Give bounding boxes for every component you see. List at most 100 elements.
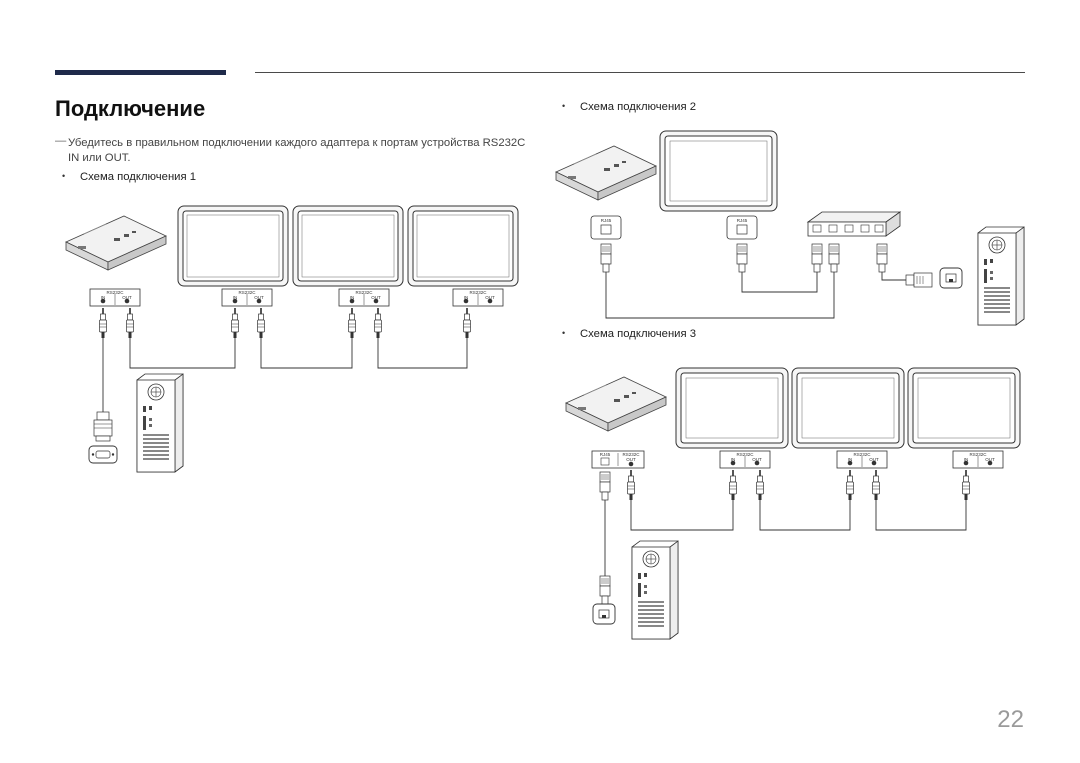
header-rule bbox=[255, 72, 1025, 73]
rj45-jack-icon bbox=[939, 267, 963, 289]
cable bbox=[875, 500, 967, 531]
cable bbox=[129, 338, 236, 369]
db9-connector-icon bbox=[93, 411, 113, 442]
scheme-2-label: Схема подключения 2 bbox=[580, 101, 697, 113]
in-label: IN bbox=[464, 295, 469, 300]
pc-tower-icon bbox=[136, 373, 184, 473]
bullet-icon: • bbox=[562, 101, 566, 111]
out-label: OUT bbox=[485, 295, 495, 300]
media-player-box-icon bbox=[65, 215, 167, 271]
out-label: OUT bbox=[122, 295, 132, 300]
in-label: IN bbox=[848, 457, 853, 462]
rj45-jack-icon bbox=[592, 603, 616, 625]
rj45-label: RJ45 bbox=[601, 218, 612, 223]
stereo-plug-icon bbox=[126, 307, 134, 339]
rs232c-label: RS232C bbox=[355, 290, 373, 295]
media-player-box-icon bbox=[555, 145, 657, 201]
scheme-1-heading: • Схема подключения 1 bbox=[62, 171, 196, 183]
rs232c-label: RS232C bbox=[469, 290, 487, 295]
in-label: IN bbox=[731, 457, 736, 462]
rj45-plug-icon bbox=[600, 243, 612, 273]
scheme-1-diagram: RS232C IN OUT RS232C IN OUT RS232C IN OU… bbox=[65, 205, 519, 473]
page-title: Подключение bbox=[55, 96, 206, 121]
monitor-icon bbox=[177, 205, 289, 287]
rs232c-label: RS232C bbox=[736, 452, 754, 457]
monitor-icon bbox=[907, 367, 1021, 449]
note-dash: ― bbox=[55, 135, 67, 147]
header-accent-bar bbox=[55, 70, 226, 75]
rj45-label: RJ45 bbox=[737, 218, 748, 223]
scheme-1-label: Схема подключения 1 bbox=[80, 171, 197, 183]
rs232c-label: RS232C bbox=[853, 452, 871, 457]
rj45-label: RJ45 bbox=[600, 452, 611, 457]
player-port-plate: RJ45 RS232C OUT bbox=[591, 450, 645, 469]
scheme-3-label: Схема подключения 3 bbox=[580, 328, 697, 340]
in-label: IN bbox=[233, 295, 238, 300]
rs232c-label: RS232C bbox=[238, 290, 256, 295]
bullet-icon: • bbox=[562, 328, 566, 338]
monitor-icon bbox=[659, 130, 778, 212]
rj45-plug-icon bbox=[876, 243, 888, 273]
cable bbox=[881, 272, 906, 281]
scheme-3-heading: • Схема подключения 3 bbox=[562, 328, 696, 340]
stereo-plug-icon bbox=[231, 307, 239, 339]
stereo-plug-icon bbox=[756, 469, 764, 501]
note: ― Убедитесь в правильном подключении каж… bbox=[55, 135, 535, 166]
serial-port-icon bbox=[88, 445, 118, 464]
rj45-plug-icon bbox=[828, 243, 840, 273]
bullet-icon: • bbox=[62, 171, 66, 181]
rj45-jack-icon bbox=[736, 224, 748, 235]
out-label: OUT bbox=[869, 457, 879, 462]
stereo-plug-icon bbox=[99, 307, 107, 339]
monitor-icon bbox=[407, 205, 519, 287]
stereo-plug-icon bbox=[463, 307, 471, 339]
rj45-plug-icon bbox=[905, 272, 933, 288]
cable bbox=[630, 500, 734, 531]
cable bbox=[260, 338, 353, 369]
monitor-icon bbox=[675, 367, 789, 449]
in-label: IN bbox=[350, 295, 355, 300]
stereo-plug-icon bbox=[962, 469, 970, 501]
note-text: Убедитесь в правильном подключении каждо… bbox=[68, 137, 526, 164]
stereo-plug-icon bbox=[872, 469, 880, 501]
stereo-plug-icon bbox=[627, 469, 635, 501]
monitor-icon bbox=[292, 205, 404, 287]
stereo-plug-icon bbox=[348, 307, 356, 339]
rs232c-label: RS232C bbox=[969, 452, 987, 457]
scheme-2-diagram: RJ45 RJ45 bbox=[555, 130, 1025, 326]
stereo-plug-icon bbox=[729, 469, 737, 501]
stereo-plug-icon bbox=[374, 307, 382, 339]
stereo-plug-icon bbox=[257, 307, 265, 339]
scheme-3-diagram: RJ45 RS232C OUT RS232C IN OUT RS232C IN … bbox=[565, 367, 1021, 640]
page-number: 22 bbox=[997, 706, 1024, 733]
media-player-box-icon bbox=[565, 376, 667, 432]
out-label: OUT bbox=[752, 457, 762, 462]
stereo-plug-icon bbox=[846, 469, 854, 501]
cable bbox=[759, 500, 851, 531]
network-switch-icon bbox=[806, 211, 902, 237]
rj45-jack-icon bbox=[600, 224, 612, 235]
rj45-plug-icon bbox=[599, 575, 611, 605]
out-label: OUT bbox=[254, 295, 264, 300]
out-label: OUT bbox=[626, 457, 636, 462]
rj45-jack-icon bbox=[600, 457, 610, 466]
cable bbox=[605, 272, 835, 319]
cable bbox=[377, 338, 468, 369]
monitor-icon bbox=[791, 367, 905, 449]
in-label: IN bbox=[964, 457, 969, 462]
rj45-port-box: RJ45 bbox=[726, 215, 758, 240]
rj45-plug-icon bbox=[811, 243, 823, 273]
scheme-2-heading: • Схема подключения 2 bbox=[562, 101, 696, 113]
rj45-plug-icon bbox=[599, 471, 611, 501]
out-label: OUT bbox=[371, 295, 381, 300]
in-label: IN bbox=[101, 295, 106, 300]
rs232c-label: RS232C bbox=[622, 452, 640, 457]
rj45-port-box: RJ45 bbox=[590, 215, 622, 240]
cable bbox=[741, 272, 818, 293]
pc-tower-icon bbox=[977, 226, 1025, 326]
out-label: OUT bbox=[985, 457, 995, 462]
rj45-plug-icon bbox=[736, 243, 748, 273]
pc-tower-icon bbox=[631, 540, 679, 640]
rs232c-label: RS232C bbox=[106, 290, 124, 295]
